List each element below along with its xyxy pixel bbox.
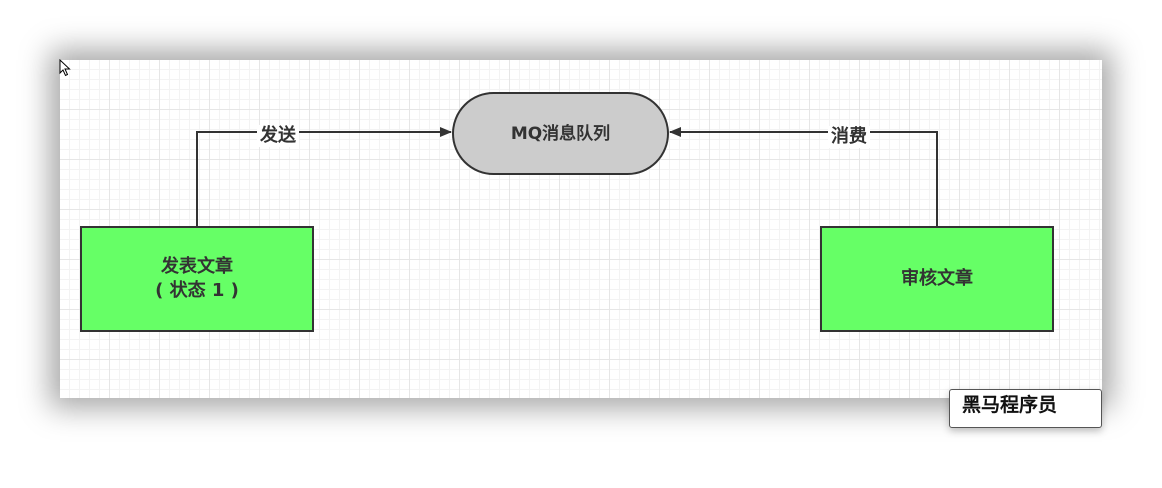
publish-article-status: ( 状态 1 )	[155, 280, 239, 301]
watermark-badge: 黑马程序员	[949, 389, 1102, 428]
publish-article-label: 发表文章	[161, 256, 233, 277]
mq-queue-node[interactable]: MQ消息队列	[452, 92, 669, 175]
review-article-node[interactable]: 审核文章	[820, 226, 1054, 332]
publish-article-node[interactable]: 发表文章 ( 状态 1 )	[80, 226, 314, 332]
mq-queue-label: MQ消息队列	[510, 123, 611, 144]
review-article-label: 审核文章	[901, 268, 973, 289]
edge-label-consume: 消费	[828, 126, 870, 148]
edge-label-send: 发送	[257, 125, 299, 147]
mouse-pointer-icon	[59, 59, 71, 77]
